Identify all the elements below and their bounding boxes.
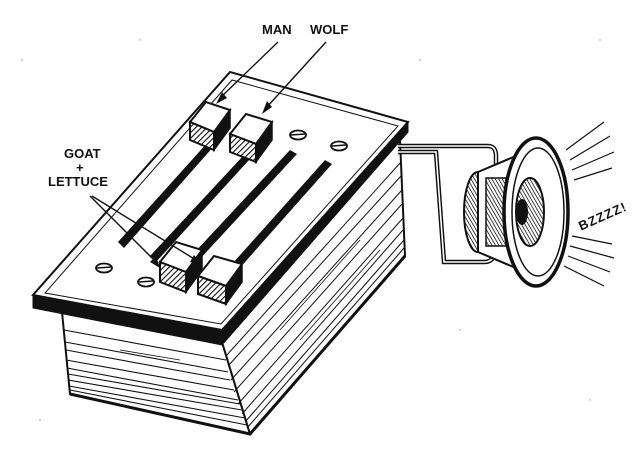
wooden-box	[60, 137, 407, 437]
pointer-man	[219, 41, 279, 99]
paper-specks	[21, 39, 601, 421]
slider-knob-wolf[interactable]	[228, 112, 274, 165]
panel-screws	[95, 129, 348, 288]
label-goat: GOAT	[64, 146, 101, 161]
label-man: MAN	[262, 22, 292, 37]
arrowhead-lettuce	[190, 255, 202, 264]
screw-back-right	[330, 140, 348, 152]
speaker	[463, 136, 570, 288]
screw-front-mid	[137, 276, 155, 288]
slider-knob-goat[interactable]	[158, 240, 204, 295]
pointer-lines	[89, 41, 327, 268]
wire-outer-inner	[398, 145, 497, 164]
label-plus: +	[76, 160, 84, 175]
slot-lettuce	[216, 160, 332, 288]
sound-rays	[563, 121, 615, 287]
control-panel	[31, 70, 410, 346]
screw-back-left	[289, 129, 307, 141]
label-lettuce: LETTUCE	[48, 174, 108, 189]
screw-front-left	[95, 262, 113, 274]
panel-bevel	[44, 79, 399, 325]
panel-top	[31, 70, 410, 332]
arrowhead-wolf	[262, 101, 272, 114]
slider-knob-man[interactable]	[188, 100, 232, 153]
label-wolf: WOLF	[310, 22, 348, 37]
arrowhead-man	[216, 92, 227, 104]
slot-wolf	[150, 156, 249, 262]
pointer-wolf	[265, 41, 327, 109]
wire-outer	[398, 143, 499, 164]
speaker-dome	[516, 199, 528, 225]
labels: MAN WOLF GOAT + LETTUCE	[48, 22, 348, 189]
box-right-grain	[225, 161, 405, 429]
arrowhead-goat	[150, 256, 160, 268]
pointer-lettuce	[91, 195, 197, 261]
slot-man	[118, 142, 214, 248]
slider-slots	[118, 142, 332, 288]
buzz-text: BZZZZ!	[576, 199, 629, 234]
pointer-goat	[89, 195, 157, 263]
slider-knob-lettuce[interactable]	[196, 254, 244, 307]
slot-goat	[180, 150, 297, 274]
box-base-edge	[69, 255, 407, 436]
